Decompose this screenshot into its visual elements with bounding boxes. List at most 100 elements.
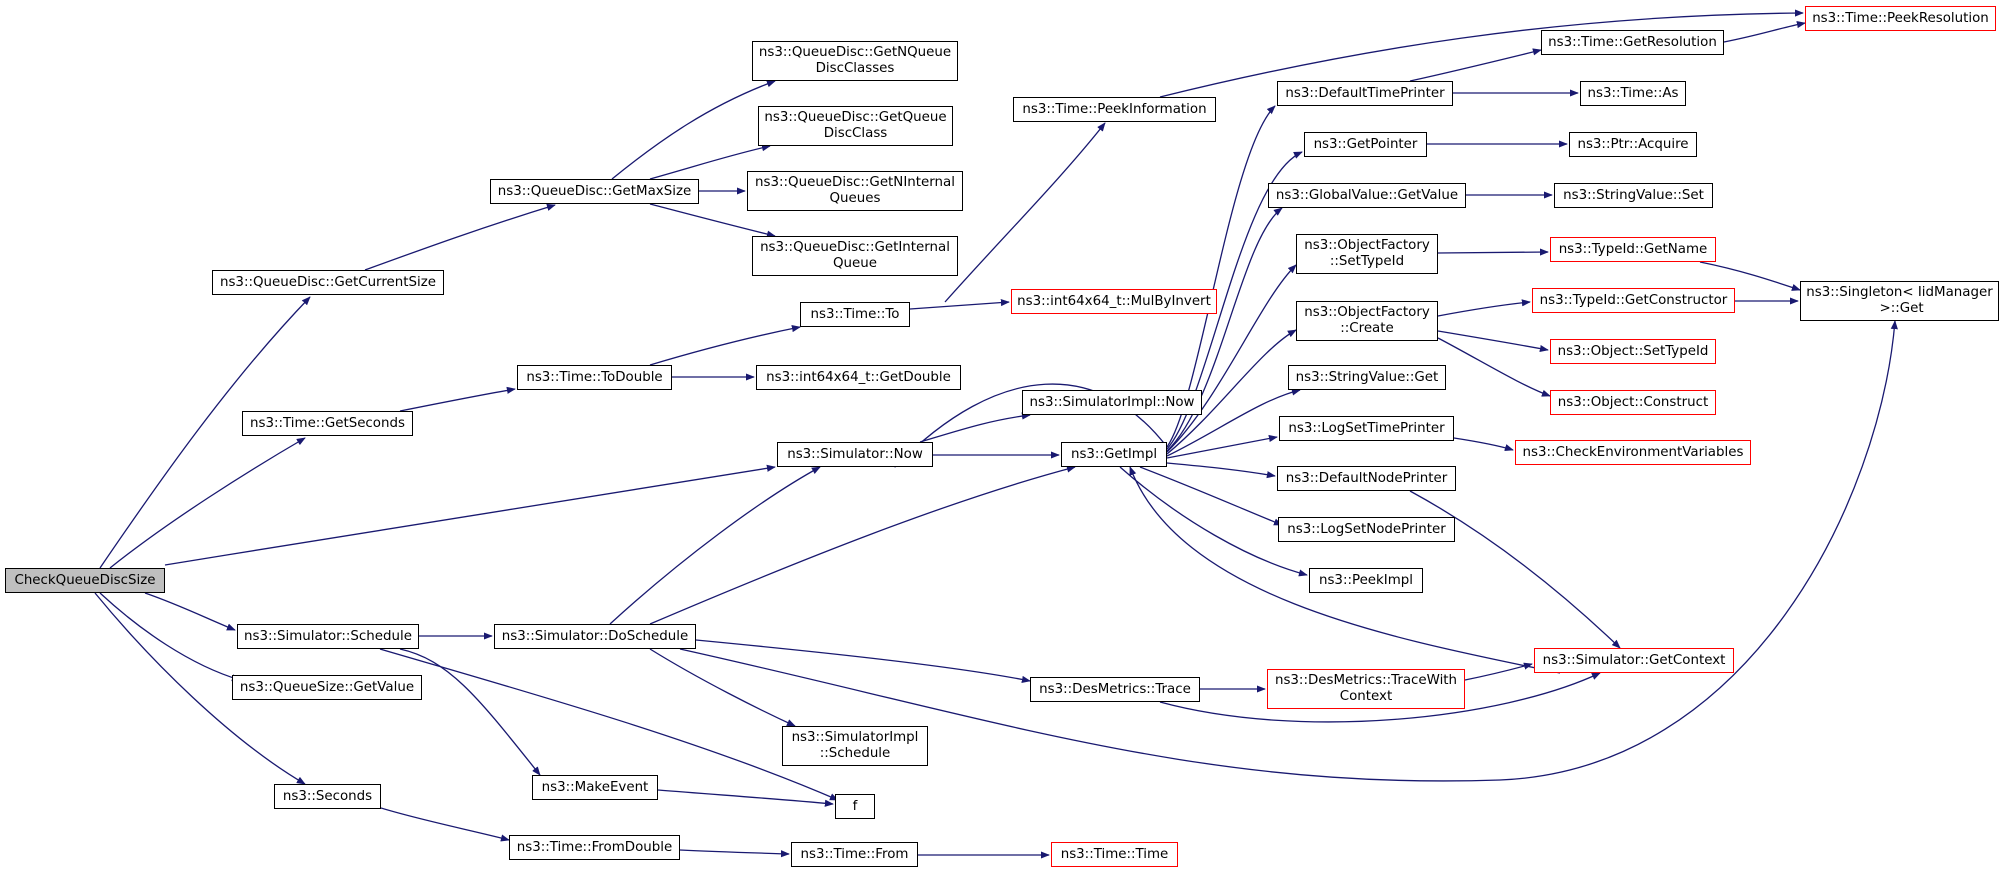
node-simulatorimpl-schedule[interactable]: ns3::SimulatorImpl ::Schedule bbox=[782, 726, 928, 766]
edge-getimpl-stringvalueget bbox=[1166, 388, 1301, 457]
edge-tracewithcontext-getcontext bbox=[1464, 662, 1533, 681]
edge-getimpl-getpointer bbox=[1166, 151, 1303, 450]
node-time-peekresolution[interactable]: ns3::Time::PeekResolution bbox=[1805, 6, 1996, 31]
edge-seconds-fromdouble bbox=[380, 807, 510, 842]
edge-doschedule-singleton bbox=[679, 320, 1898, 782]
edge-create-getconstructor bbox=[1437, 299, 1531, 317]
edge-defaultnodeprinter-getcontext bbox=[1409, 490, 1621, 649]
node-object-settypeid[interactable]: ns3::Object::SetTypeId bbox=[1550, 339, 1716, 364]
node-simulator-now[interactable]: ns3::Simulator::Now bbox=[777, 442, 933, 467]
node-stringvalue-set[interactable]: ns3::StringValue::Set bbox=[1554, 183, 1713, 208]
edge-getmaxsize-internalqueue bbox=[649, 203, 776, 238]
edge-check-queuesizegetvalue bbox=[99, 592, 241, 682]
edge-getimpl-objfactorycreate bbox=[1166, 329, 1297, 455]
node-time-time[interactable]: ns3::Time::Time bbox=[1051, 842, 1178, 867]
node-desmetrics-trace[interactable]: ns3::DesMetrics::Trace bbox=[1030, 677, 1200, 702]
node-queuedisc-getnqueuediscclasses[interactable]: ns3::QueueDisc::GetNQueue DiscClasses bbox=[752, 41, 958, 81]
edge-doschedule-simnow bbox=[609, 466, 821, 625]
edge-check-getseconds bbox=[109, 437, 306, 569]
node-defaultnodeprinter[interactable]: ns3::DefaultNodePrinter bbox=[1277, 466, 1456, 491]
edge-doschedule-getimpl bbox=[649, 465, 1076, 625]
edge-getimpl-defaulttimeprinter bbox=[1166, 105, 1276, 448]
node-time-fromdouble[interactable]: ns3::Time::FromDouble bbox=[509, 835, 680, 860]
edge-getcontext-getimpl bbox=[1129, 466, 1561, 674]
node-time-todouble[interactable]: ns3::Time::ToDouble bbox=[517, 365, 672, 390]
edge-check-simnow bbox=[164, 464, 776, 566]
node-time-as[interactable]: ns3::Time::As bbox=[1580, 81, 1686, 106]
node-globalvalue-getvalue[interactable]: ns3::GlobalValue::GetValue bbox=[1268, 183, 1466, 208]
edge-peekinformation-peekresolution bbox=[1159, 9, 1804, 98]
node-ptr-acquire[interactable]: ns3::Ptr::Acquire bbox=[1569, 132, 1697, 157]
edge-check-simschedule bbox=[144, 592, 236, 631]
node-time-getseconds[interactable]: ns3::Time::GetSeconds bbox=[242, 411, 413, 436]
edge-defaulttimeprinter-getresolution bbox=[1409, 48, 1542, 82]
node-logsettimeprinter[interactable]: ns3::LogSetTimePrinter bbox=[1279, 416, 1454, 441]
edge-settypeid-typeidgetname bbox=[1437, 248, 1549, 256]
node-queuedisc-getqueuediscclass[interactable]: ns3::QueueDisc::GetQueue DiscClass bbox=[758, 106, 953, 146]
edge-todouble-timeto bbox=[649, 325, 801, 366]
edge-getimpl-globalvaluegetvalue bbox=[1166, 207, 1283, 452]
node-checkenvironmentvariables[interactable]: ns3::CheckEnvironmentVariables bbox=[1515, 440, 1751, 465]
node-time-peekinformation[interactable]: ns3::Time::PeekInformation bbox=[1013, 97, 1216, 122]
edge-timeto-mulbyinvert bbox=[909, 298, 1010, 310]
node-simulator-getcontext[interactable]: ns3::Simulator::GetContext bbox=[1534, 648, 1734, 673]
edge-getmaxsize-queuediscclass bbox=[649, 144, 771, 180]
node-queuesize-getvalue[interactable]: ns3::QueueSize::GetValue bbox=[232, 675, 422, 700]
node-simulator-doschedule[interactable]: ns3::Simulator::DoSchedule bbox=[494, 624, 696, 649]
node-peekimpl[interactable]: ns3::PeekImpl bbox=[1309, 568, 1423, 593]
node-queuedisc-getninternalqueues[interactable]: ns3::QueueDisc::GetNInternal Queues bbox=[747, 171, 963, 211]
edge-getimpl-logsettimeprinter bbox=[1166, 434, 1278, 459]
node-f[interactable]: f bbox=[835, 794, 875, 819]
edge-schedule-f bbox=[379, 648, 839, 801]
node-stringvalue-get[interactable]: ns3::StringValue::Get bbox=[1288, 365, 1446, 390]
node-queuedisc-getinternalqueue[interactable]: ns3::QueueDisc::GetInternal Queue bbox=[752, 236, 958, 276]
node-int64x64-mulbyinvert[interactable]: ns3::int64x64_t::MulByInvert bbox=[1011, 289, 1217, 314]
node-simulatorimpl-now[interactable]: ns3::SimulatorImpl::Now bbox=[1022, 390, 1202, 415]
edge-getimpl-defaultnodeprinter bbox=[1166, 462, 1276, 479]
node-queuedisc-getmaxsize[interactable]: ns3::QueueDisc::GetMaxSize bbox=[490, 179, 699, 204]
node-objectfactory-settypeid[interactable]: ns3::ObjectFactory ::SetTypeId bbox=[1296, 234, 1438, 274]
node-queuedisc-getcurrentsize[interactable]: ns3::QueueDisc::GetCurrentSize bbox=[212, 270, 444, 295]
edge-schedule-makeevent bbox=[399, 648, 541, 776]
node-time-from[interactable]: ns3::Time::From bbox=[791, 842, 918, 867]
node-simulator-schedule[interactable]: ns3::Simulator::Schedule bbox=[237, 624, 419, 649]
edge-getimpl-logsetnodeprinter bbox=[1139, 466, 1283, 526]
node-getpointer[interactable]: ns3::GetPointer bbox=[1304, 132, 1427, 157]
node-time-to[interactable]: ns3::Time::To bbox=[800, 302, 910, 327]
edge-typeidgetname-singleton bbox=[1699, 261, 1801, 291]
edge-logsettimeprinter-checkenv bbox=[1453, 437, 1514, 452]
edge-doschedule-destrace bbox=[695, 639, 1031, 683]
node-makeevent[interactable]: ns3::MakeEvent bbox=[532, 775, 658, 800]
node-object-construct[interactable]: ns3::Object::Construct bbox=[1550, 390, 1716, 415]
edge-doschedule-simimplschedule bbox=[649, 648, 796, 727]
edge-create-objectconstruct bbox=[1437, 337, 1551, 397]
edge-timeto-peekinformation bbox=[944, 122, 1106, 303]
node-int64x64-getdouble[interactable]: ns3::int64x64_t::GetDouble bbox=[756, 365, 961, 390]
node-typeid-getname[interactable]: ns3::TypeId::GetName bbox=[1550, 237, 1716, 262]
edge-check-getcurrentsize bbox=[99, 296, 311, 569]
node-desmetrics-tracewithcontext[interactable]: ns3::DesMetrics::TraceWith Context bbox=[1267, 669, 1465, 709]
edge-getimpl-objfactorysettypeid bbox=[1166, 264, 1297, 453]
edge-makeevent-f bbox=[657, 789, 834, 807]
node-singleton-iidmanager-get[interactable]: ns3::Singleton< IidManager >::Get bbox=[1800, 281, 1999, 321]
edge-getmaxsize-nqueuediscclasses bbox=[611, 80, 776, 180]
edge-getcurrentsize-getmaxsize bbox=[364, 203, 556, 271]
edge-create-objectsettypeid bbox=[1437, 330, 1549, 353]
edge-simnow-simimplnow bbox=[919, 412, 1031, 443]
node-check-queue-disc-size[interactable]: CheckQueueDiscSize bbox=[5, 568, 165, 593]
node-time-getresolution[interactable]: ns3::Time::GetResolution bbox=[1541, 30, 1724, 55]
edge-getimpl-peekimpl bbox=[1119, 466, 1308, 577]
edge-check-seconds bbox=[94, 592, 306, 785]
node-typeid-getconstructor[interactable]: ns3::TypeId::GetConstructor bbox=[1532, 288, 1735, 313]
node-seconds[interactable]: ns3::Seconds bbox=[274, 784, 381, 809]
node-logsetnodeprinter[interactable]: ns3::LogSetNodePrinter bbox=[1278, 517, 1455, 542]
edge-fromdouble-timefrom bbox=[679, 849, 790, 858]
edge-getseconds-todouble bbox=[399, 386, 516, 412]
edge-destrace-getcontext bbox=[1159, 672, 1601, 723]
edge-getresolution-peekresolution bbox=[1723, 21, 1806, 43]
node-getimpl[interactable]: ns3::GetImpl bbox=[1061, 442, 1167, 467]
node-defaulttimeprinter[interactable]: ns3::DefaultTimePrinter bbox=[1277, 81, 1453, 106]
node-objectfactory-create[interactable]: ns3::ObjectFactory ::Create bbox=[1296, 301, 1438, 341]
edge-getimpl-simnow-back bbox=[894, 383, 1168, 468]
